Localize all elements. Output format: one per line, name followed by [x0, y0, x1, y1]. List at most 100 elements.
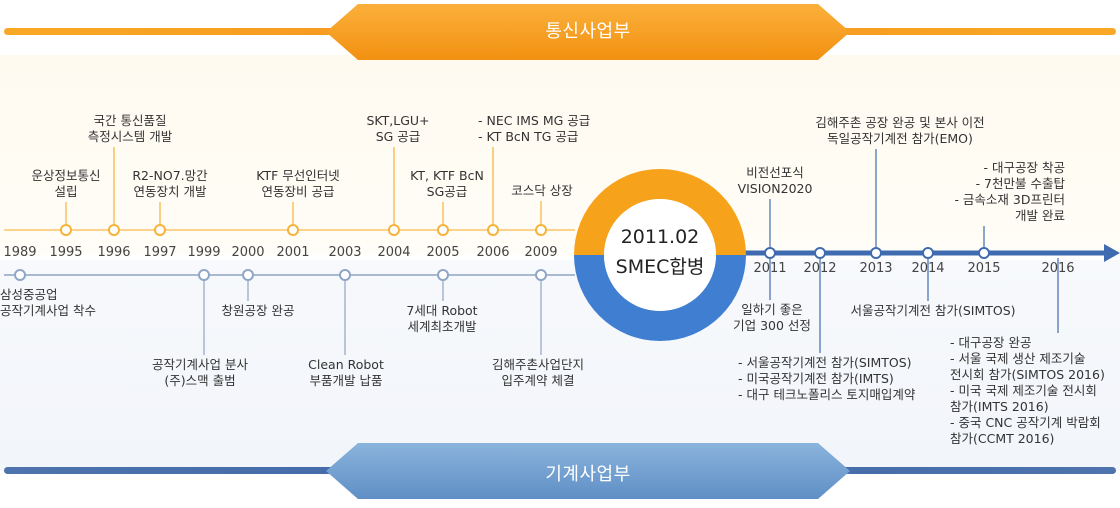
merge-hub-center [604, 199, 716, 311]
machine-event-label-line: 입주계약 체결 [501, 373, 575, 388]
year-label-1996: 1996 [97, 245, 131, 260]
merge-hub-text: 2011.02 SMEC합병 [570, 222, 750, 282]
merged-event-label: 서울공작기계전 참가(SIMTOS) [850, 303, 1015, 319]
machine-event-label: 공작기계사업 분사(주)스맥 출범 [152, 357, 248, 389]
machine-event-dot [14, 269, 26, 281]
year-label-2014: 2014 [911, 261, 945, 276]
merged-event-label-line: 참가(CCMT 2016) [950, 431, 1055, 446]
machine-background [0, 260, 1120, 470]
machine-event-label-line: 부품개발 납품 [309, 373, 383, 388]
year-label-2000: 2000 [231, 245, 265, 260]
telecom-event-label-line: KT, KTF BcN [410, 168, 484, 183]
merged-event-label-line: 독일공작기계전 참가(EMO) [827, 131, 973, 146]
merged-event-label-line: 개발 완료 [1015, 208, 1065, 223]
machine-event-label-line: 7세대 Robot [406, 303, 478, 318]
machine-event-dot [242, 269, 254, 281]
telecom-event-dot [388, 224, 400, 236]
merged-year-dot [870, 247, 882, 259]
machine-event-label-line: 공작기계사업 착수 [0, 303, 96, 318]
year-label-1989: 1989 [3, 245, 37, 260]
merged-year-dot [978, 247, 990, 259]
telecom-event-dot [108, 224, 120, 236]
year-label-2003: 2003 [328, 245, 362, 260]
timeline-arrowhead [1104, 244, 1120, 262]
machine-hexagon-shape [326, 443, 850, 499]
telecom-event-label-line: 국간 통신품질 [93, 113, 167, 128]
machine-event-label-line: Clean Robot [308, 357, 384, 372]
telecom-event-dot [535, 224, 547, 236]
telecom-event-dot [287, 224, 299, 236]
merge-hub-ring [574, 169, 746, 341]
year-label-2012: 2012 [803, 261, 837, 276]
machine-event-label: 창원공장 완공 [222, 303, 295, 319]
merged-event-label-line: - 서울공작기계전 참가(SIMTOS) [738, 355, 912, 370]
machine-division-text: 기계사업부 [545, 464, 631, 485]
year-label-1997: 1997 [143, 245, 177, 260]
merged-event-label-line: - 대구공장 착공 [983, 160, 1065, 175]
telecom-event-label-line: 코스닥 상장 [511, 183, 573, 198]
machine-event-label-line: (주)스맥 출범 [164, 373, 236, 388]
machine-event-dot [437, 269, 449, 281]
telecom-event-label-line: SG 공급 [375, 129, 421, 144]
merged-event-label-line: - 대구공장 완공 [950, 335, 1032, 350]
merge-ring-bottom [574, 255, 746, 341]
telecom-event-label-line: SG공급 [426, 184, 468, 199]
telecom-hexagon-shape [326, 4, 850, 60]
year-label-2011: 2011 [753, 261, 787, 276]
machine-event-dot [198, 269, 210, 281]
merged-event-label-line: 비전선포식 [746, 165, 804, 180]
year-label-2016: 2016 [1041, 261, 1075, 276]
telecom-event-label: SKT,LGU+SG 공급 [366, 113, 429, 145]
year-label-2013: 2013 [859, 261, 893, 276]
merged-event-label-line: - 7천만불 수출탑 [975, 176, 1065, 191]
telecom-division-label: 통신사업부 [318, 0, 858, 60]
merged-event-label-line: VISION2020 [737, 181, 813, 196]
telecom-event-label: - NEC IMS MG 공급- KT BcN TG 공급 [478, 113, 590, 145]
merged-year-dot [814, 247, 826, 259]
merged-event-label-line: 전시회 참가(SIMTOS 2016) [950, 367, 1105, 382]
machine-event-label-line: 창원공장 완공 [221, 303, 295, 318]
telecom-event-label-line: 연동장치 개발 [133, 184, 207, 199]
telecom-event-label-line: R2-NO7.망간 [132, 168, 208, 183]
year-label-1995: 1995 [49, 245, 83, 260]
merged-year-dot [764, 247, 776, 259]
telecom-event-label-line: 설립 [54, 184, 78, 199]
merged-event-label-line: 서울공작기계전 참가(SIMTOS) [850, 303, 1016, 318]
telecom-event-label-line: SKT,LGU+ [366, 113, 430, 128]
year-label-1999: 1999 [187, 245, 221, 260]
telecom-event-dot [154, 224, 166, 236]
telecom-division-text: 통신사업부 [545, 21, 631, 42]
merge-date: 2011.02 [620, 226, 700, 248]
merged-event-label-line: 기업 300 선정 [733, 318, 811, 333]
telecom-event-label-line: 운상정보통신 [31, 168, 101, 183]
merged-event-label-line: - 미국공작기계전 참가(IMTS) [738, 371, 894, 386]
merged-event-label-line: - 금속소재 3D프린터 [954, 192, 1065, 207]
merged-year-dot [922, 247, 934, 259]
year-label-2006: 2006 [476, 245, 510, 260]
telecom-event-label: 코스닥 상장 [511, 183, 572, 199]
year-label-2001: 2001 [276, 245, 310, 260]
merge-ring-top [574, 169, 746, 255]
telecom-event-label-line: - NEC IMS MG 공급 [478, 113, 591, 128]
machine-event-label-line: 세계최초개발 [407, 319, 477, 334]
telecom-event-label-line: KTF 무선인터넷 [256, 168, 340, 183]
merged-event-label-line: - 대구 테크노폴리스 토지매입계약 [738, 387, 916, 402]
machine-event-dot [339, 269, 351, 281]
merged-event-label-line: - 미국 국제 제조기술 전시회 [950, 383, 1097, 398]
merge-label: SMEC합병 [615, 256, 705, 278]
telecom-event-dot [60, 224, 72, 236]
machine-division-label: 기계사업부 [318, 443, 858, 503]
